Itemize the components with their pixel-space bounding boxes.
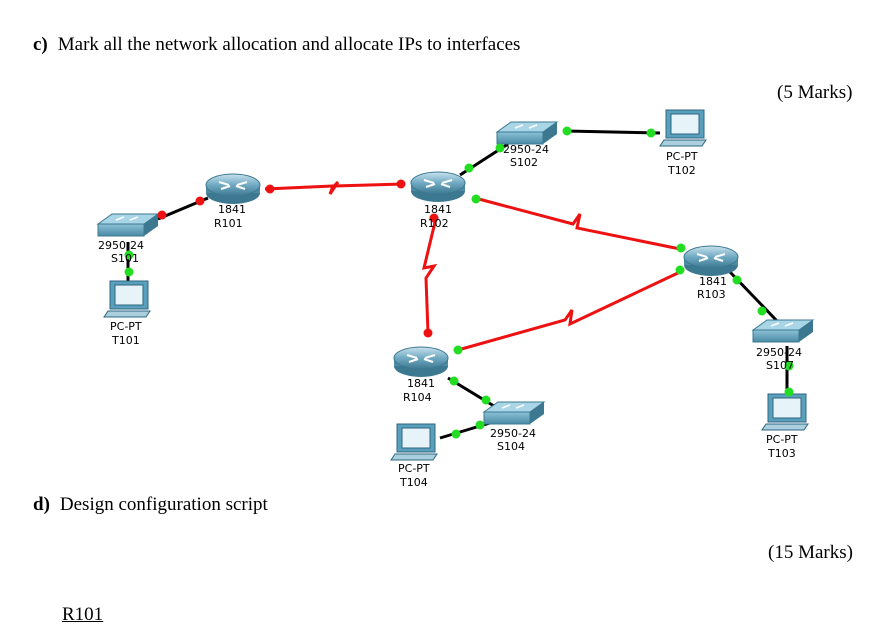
s107-name-label: S107 xyxy=(766,359,794,372)
question-d-marks: (15 Marks) xyxy=(768,542,853,563)
r103-name-label: R103 xyxy=(697,288,726,301)
switch-s101-icon[interactable] xyxy=(97,213,159,237)
question-c-letter: c) xyxy=(33,34,48,55)
s102-name-label: S102 xyxy=(510,156,538,169)
pc-t103-icon[interactable] xyxy=(761,393,809,431)
t104-model-label: PC-PT xyxy=(398,462,430,475)
s101-name-label: S101 xyxy=(111,252,139,265)
t102-model-label: PC-PT xyxy=(666,150,698,163)
switch-s102-icon[interactable] xyxy=(496,121,558,145)
serial-links xyxy=(264,180,681,352)
ethernet-link-s102-t102 xyxy=(565,129,661,135)
s104-model-label: 2950-24 xyxy=(490,427,536,440)
t101-name-label: T101 xyxy=(111,334,140,347)
question-d: d) Design configuration script xyxy=(33,494,268,516)
r104-model-label: 1841 xyxy=(407,377,435,390)
t102-name-label: T102 xyxy=(667,164,696,177)
r102-model-label: 1841 xyxy=(424,203,452,216)
pc-t104-icon[interactable] xyxy=(390,423,438,461)
router-r103-icon[interactable] xyxy=(683,245,739,277)
t103-name-label: T103 xyxy=(767,447,796,460)
r101-model-label: 1841 xyxy=(218,203,246,216)
r101-name-label: R101 xyxy=(214,217,243,230)
question-c: c) Mark all the network allocation and al… xyxy=(33,34,520,56)
router-r104-icon[interactable] xyxy=(393,346,449,378)
pc-t102-icon[interactable] xyxy=(659,109,707,147)
r103-model-label: 1841 xyxy=(699,275,727,288)
s101-model-label: 2950-24 xyxy=(98,239,144,252)
serial-link-r101-r102 xyxy=(264,180,405,195)
question-c-text: Mark all the network allocation and allo… xyxy=(57,34,521,55)
port-indicators xyxy=(124,126,794,439)
script-heading-r101: R101 xyxy=(62,604,104,625)
question-d-text: Design configuration script xyxy=(59,494,268,515)
r104-name-label: R104 xyxy=(403,391,432,404)
t101-model-label: PC-PT xyxy=(110,320,142,333)
switch-s107-icon[interactable] xyxy=(752,319,814,343)
s104-name-label: S104 xyxy=(497,440,525,453)
router-r101-icon[interactable] xyxy=(205,173,261,205)
r102-name-label: R102 xyxy=(420,217,449,230)
question-d-letter: d) xyxy=(33,494,50,515)
s107-model-label: 2950-24 xyxy=(756,346,802,359)
pc-t101-icon[interactable] xyxy=(103,280,151,318)
serial-link-r102-r104 xyxy=(421,217,438,334)
router-r102-icon[interactable] xyxy=(410,171,466,203)
s102-model-label: 2950-24 xyxy=(503,143,549,156)
t104-name-label: T104 xyxy=(399,476,428,489)
serial-link-r102-r103 xyxy=(474,196,681,251)
question-c-marks: (5 Marks) xyxy=(777,82,853,103)
switch-s104-icon[interactable] xyxy=(483,401,545,425)
t103-model-label: PC-PT xyxy=(766,433,798,446)
serial-link-r104-r103 xyxy=(457,270,681,352)
